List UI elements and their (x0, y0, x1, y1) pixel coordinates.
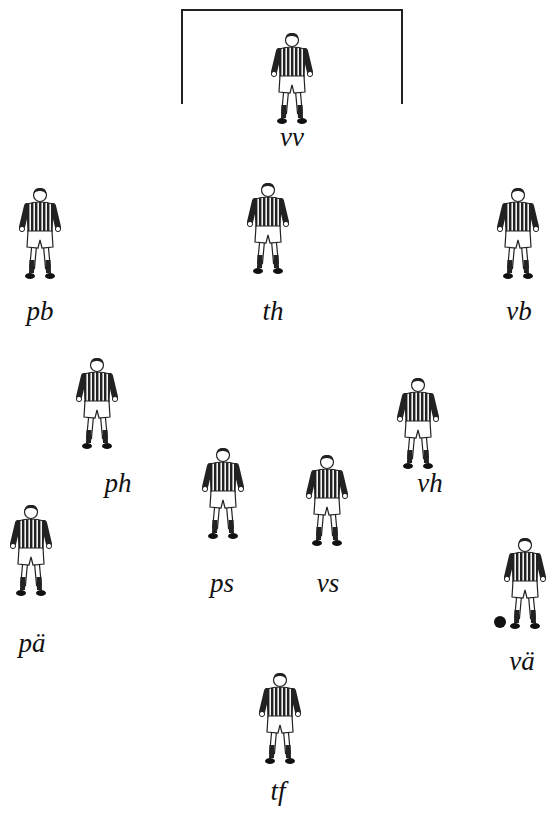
position-label: th (262, 298, 283, 325)
position-label: ph (105, 470, 132, 497)
position-label: vb (506, 298, 531, 325)
position-label: vs (317, 570, 340, 597)
position-label: vä (509, 648, 534, 675)
position-label: pb (27, 298, 54, 325)
position-label: pä (19, 630, 46, 657)
position-label: ps (210, 570, 234, 597)
position-label: tf (270, 778, 285, 805)
position-label: vh (417, 470, 442, 497)
position-label: vv (280, 124, 304, 151)
